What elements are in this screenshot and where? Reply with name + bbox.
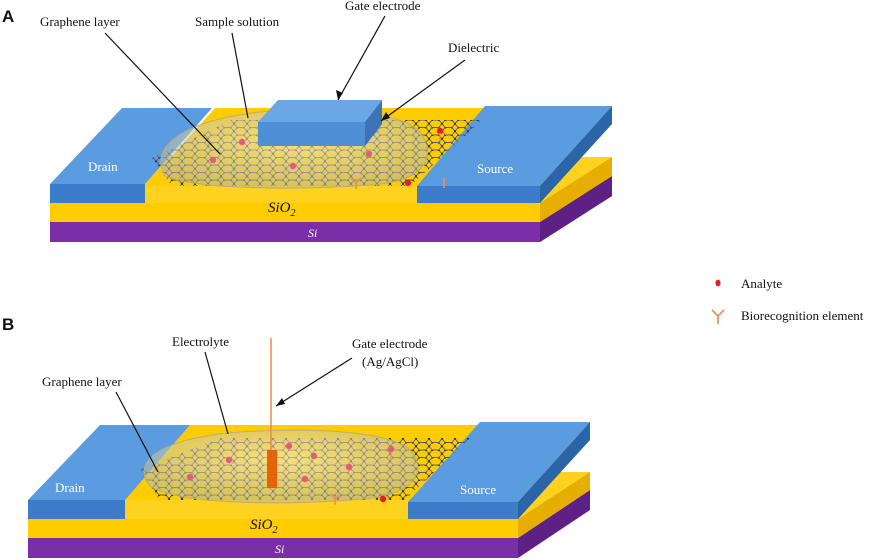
panel-a-dielectric-label: Dielectric [448, 40, 499, 55]
panel-b-biorecognition-elements [330, 452, 392, 505]
legend-analyte-icon [715, 279, 721, 287]
panel-b-sio2-base: SiO [250, 517, 273, 533]
panel-a-graphene-label: Graphene layer [40, 14, 120, 29]
panel-a-sio2-sub: 2 [291, 208, 296, 219]
analyte-dot [345, 463, 353, 471]
panel-a-gate-label: Gate electrode [345, 0, 421, 13]
legend-biorecognition-label: Biorecognition element [741, 308, 864, 323]
analyte-dot [289, 162, 297, 170]
panel-b-electrolyte-pointer [204, 351, 229, 435]
panel-b-graphene-pointer [115, 391, 159, 473]
panel-a-drain-label: Drain [88, 159, 118, 174]
panel-a-sample-pointer [231, 32, 249, 119]
analyte-dot [238, 138, 246, 146]
panel-b-electrolyte-droplet [143, 429, 419, 504]
panel-b-gate-rod [267, 450, 277, 488]
panel-b-gate-label-line1: Gate electrode [352, 336, 428, 351]
analyte-dot [310, 452, 318, 460]
arrow-head-icon [336, 90, 343, 100]
panel-a-biorecognition-elements [350, 133, 445, 189]
panel-b-drain-label: Drain [55, 480, 85, 495]
analyte-dot [225, 456, 233, 464]
legend-biorecognition-icon [711, 309, 725, 324]
panel-a-sample-label: Sample solution [195, 14, 280, 29]
panel-a-drain-electrode: Drain [50, 108, 212, 203]
legend: Analyte Biorecognition element [711, 276, 864, 324]
panel-b-gate-label-line2: (Ag/AgCl) [362, 354, 418, 369]
analyte-dot [436, 127, 444, 135]
panel-b-si-label: Si [275, 542, 284, 556]
analyte-dot [379, 495, 387, 503]
panel-a: A Si Drain Source [2, 0, 612, 242]
panel-b-analytes [186, 442, 395, 503]
analyte-dot [404, 179, 412, 187]
arrow-head-icon [381, 112, 390, 121]
analyte-dot [387, 445, 395, 453]
biorecognition-y-icon [350, 177, 362, 189]
panel-b-graphene-label: Graphene layer [42, 374, 122, 389]
panel-b-gate-electrode [267, 338, 277, 488]
panel-a-graphene-pointer [104, 32, 221, 155]
panel-a-source-electrode: Source [417, 106, 612, 203]
legend-analyte-label: Analyte [741, 276, 782, 291]
panel-b-source-electrode: Source [408, 422, 590, 519]
panel-b-sio2-label: SiO2 [250, 517, 278, 536]
analyte-dot [365, 150, 373, 158]
analyte-dot [209, 156, 217, 164]
panel-b-drain-electrode: Drain [28, 425, 190, 519]
panel-b-source-label: Source [460, 482, 496, 497]
panel-a-gate-electrode [258, 100, 382, 146]
panel-a-source-label: Source [477, 161, 513, 176]
panel-a-gate-pointer [337, 15, 386, 101]
panel-b: B Si Drain Source [2, 315, 590, 558]
biorecognition-y-icon [330, 493, 340, 505]
panel-a-analytes [209, 127, 444, 187]
analyte-dot [186, 473, 194, 481]
panel-a-sio2-base: SiO [268, 200, 291, 216]
panel-b-si-substrate: Si [28, 490, 590, 558]
panel-b-electrolyte-label: Electrolyte [172, 334, 229, 349]
panel-b-sio2-sub: 2 [273, 525, 278, 536]
panel-a-si-label: Si [308, 226, 317, 240]
arrow-head-icon [276, 398, 285, 406]
panel-a-dielectric-pointer [380, 59, 466, 122]
analyte-dot [285, 442, 293, 450]
panel-b-gate-pointer [275, 357, 353, 407]
panel-a-si-substrate: Si [50, 176, 612, 242]
analyte-dot [301, 475, 309, 483]
panel-a-letter: A [2, 7, 14, 26]
panel-a-sio2-label: SiO2 [268, 200, 296, 219]
panel-b-letter: B [2, 315, 14, 334]
